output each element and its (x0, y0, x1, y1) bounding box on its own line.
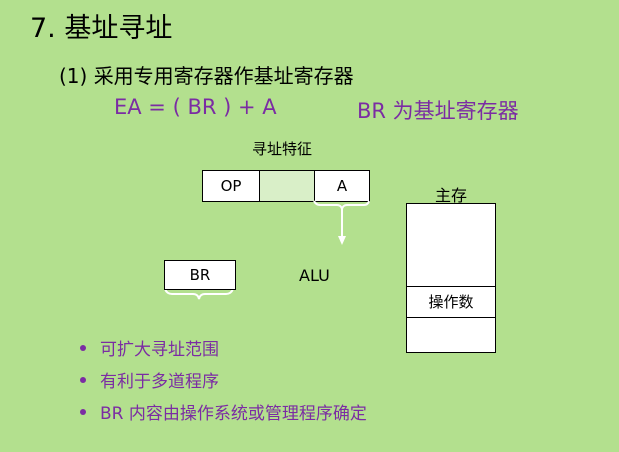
slide-title: 7. 基址寻址 (30, 13, 173, 44)
bullet-item: 可扩大寻址范围 (80, 334, 367, 366)
address-brace (313, 200, 370, 210)
bullet-item: 有利于多道程序 (80, 366, 367, 398)
br-brace (164, 288, 234, 300)
op-field: OP (220, 177, 242, 195)
memory-region-top (407, 204, 495, 287)
bullet-list: 可扩大寻址范围 有利于多道程序 BR 内容由操作系统或管理程序确定 (80, 334, 367, 430)
memory-label: 主存 (435, 186, 468, 205)
bullet-dot-icon (80, 377, 86, 383)
br-description: BR 为基址寄存器 (357, 99, 519, 123)
instruction-format: OP A (202, 170, 370, 202)
bullet-dot-icon (80, 409, 86, 415)
main-memory: 操作数 (406, 203, 496, 353)
addressing-feature-label: 寻址特征 (252, 140, 313, 158)
slide-subtitle: (1) 采用专用寄存器作基址寄存器 (59, 64, 354, 88)
addressing-mode-field (259, 171, 315, 201)
bullet-dot-icon (80, 345, 86, 351)
ea-formula: EA = ( BR ) + A (114, 95, 277, 119)
address-field: A (336, 177, 348, 195)
bullet-item: BR 内容由操作系统或管理程序确定 (80, 398, 367, 430)
address-to-alu-arrow-head (338, 236, 346, 245)
alu-label: ALU (299, 266, 330, 285)
base-register: BR (164, 260, 236, 290)
operand-cell: 操作数 (407, 287, 495, 318)
